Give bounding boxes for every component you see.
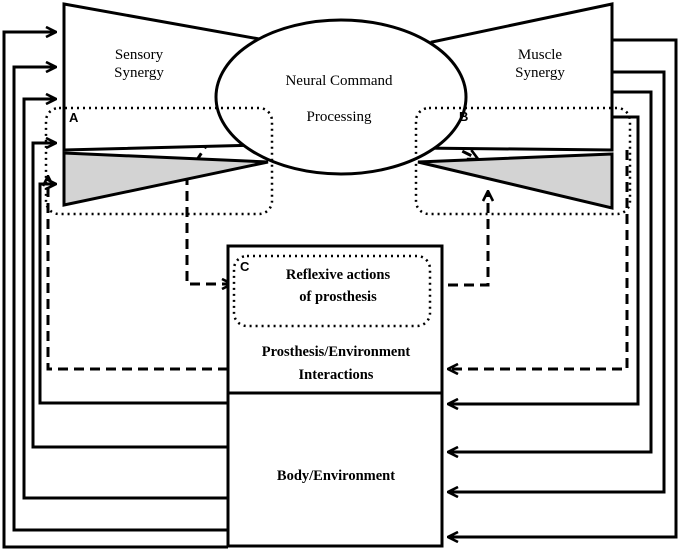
neural-command-label-1: Neural Command — [285, 73, 393, 89]
body-environment-label: Body/Environment — [277, 468, 395, 484]
region-c-label: C — [240, 259, 250, 274]
region-c-dotted — [232, 254, 432, 328]
right-loop-3 — [448, 90, 653, 452]
left-loop-3 — [22, 99, 228, 500]
dashed-right-return — [448, 150, 629, 369]
reflexive-label-1: Reflexive actions — [286, 267, 391, 283]
prosthesis-environment-label-2: Interactions — [299, 367, 374, 383]
muscle-gray-wedge — [417, 152, 614, 210]
left-feedback-arrows — [2, 32, 228, 549]
neural-command-label-2: Processing — [307, 109, 372, 125]
left-loop-4 — [31, 143, 228, 449]
left-loop-5 — [38, 184, 228, 405]
region-a-dotted — [44, 106, 274, 216]
sensory-gray-wedge — [62, 151, 269, 207]
sensory-synergy-label-1: Sensory — [115, 47, 164, 63]
muscle-synergy-label-1: Muscle — [518, 47, 563, 63]
region-b-label: B — [459, 109, 468, 124]
right-loop-2 — [448, 70, 666, 492]
neural-command-ellipse — [214, 18, 468, 176]
region-b-dotted — [414, 106, 632, 216]
reflexive-label-2: of prosthesis — [299, 289, 377, 305]
prosthesis-environment-box — [226, 244, 444, 395]
sensory-synergy-label-2: Synergy — [114, 65, 164, 81]
right-feedback-arrows — [448, 38, 678, 537]
right-loop-4 — [448, 115, 640, 404]
dashed-reflex-to-muscle — [432, 191, 488, 287]
left-loop-2 — [12, 67, 228, 532]
right-loop-1 — [448, 38, 678, 537]
body-environment-box — [226, 391, 444, 548]
region-a-label: A — [69, 110, 79, 125]
dashed-left-return — [48, 176, 228, 371]
left-loop-1 — [2, 32, 228, 549]
dashed-ncp-to-reflex — [185, 175, 232, 284]
prosthesis-environment-label-1: Prosthesis/Environment — [262, 344, 411, 360]
muscle-synergy-label-2: Synergy — [515, 65, 565, 81]
